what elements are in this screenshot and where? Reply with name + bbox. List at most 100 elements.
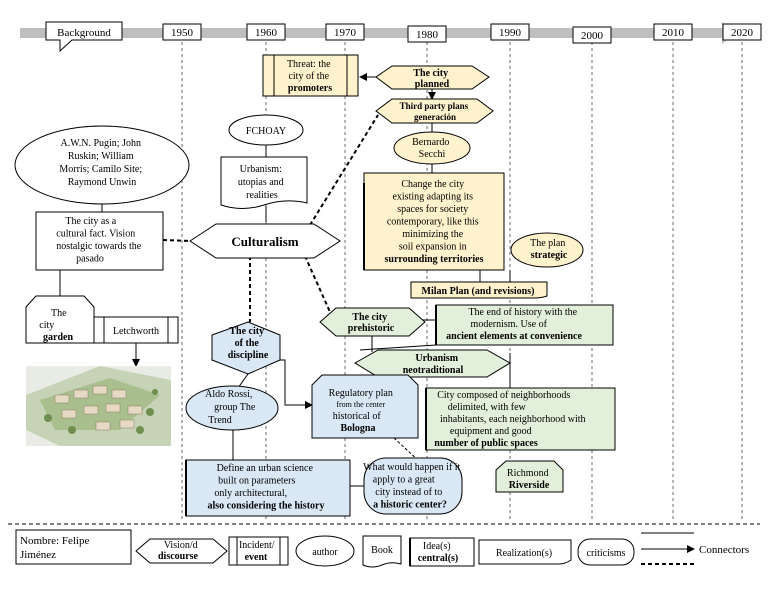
legend-connectors: Connectors: [699, 544, 749, 556]
svg-text:Incident/ event: Incident/ event: [239, 540, 277, 563]
node-city-prehistoric: The city prehistoric: [319, 307, 426, 337]
threat-line: city of the: [288, 71, 329, 82]
node-city-of-discipline: The city of the discipline: [211, 321, 281, 375]
bernardo-line: Bernardo: [412, 137, 449, 148]
year-label: 1970: [334, 27, 357, 39]
year-label: 2000: [581, 30, 604, 42]
background-callout: Background: [45, 21, 123, 53]
city-planned-line: The city: [413, 68, 448, 79]
node-cultural-fact: The city as a cultural fact. Vision nost…: [35, 211, 164, 271]
node-milan-plan: Milan Plan (and revisions): [410, 281, 548, 299]
year-label: 1990: [499, 27, 522, 39]
legend-incident: Incident/: [239, 540, 275, 551]
richmond-line: Richmond: [507, 468, 549, 479]
svg-text:Vision/d discourse: Vision/d discourse: [158, 540, 200, 562]
urbanism-book-line: utopias and: [238, 177, 284, 188]
legend-realization: Realization(s): [496, 548, 552, 559]
end-history-line: modernism. Use of: [471, 319, 548, 330]
city-garden-line: The: [51, 308, 67, 319]
node-plan-strategic: The plan strategic: [510, 232, 584, 268]
svg-text:The city of the di: The city of the discipline: [228, 326, 269, 361]
node-city-planned: The city planned: [375, 65, 490, 90]
node-regulatory-plan: Regulatory plan from the center historic…: [311, 374, 419, 439]
node-what-would-happen: What would happen if it apply to a great…: [363, 457, 463, 515]
urban-science-line: also considering the history: [208, 501, 325, 512]
legend-criticisms: criticisms: [587, 548, 626, 559]
change-city-line: surrounding territories: [385, 254, 484, 265]
what-if-line: a historic center?: [373, 500, 447, 511]
what-if-line: What would happen if it: [363, 462, 460, 473]
aldo-line: group The: [214, 402, 256, 413]
culturalism-label: Culturalism: [231, 234, 298, 249]
legend-author-name: Nombre: Felipe: [20, 535, 89, 547]
discipline-line: discipline: [228, 350, 269, 361]
node-urbanism-book: Urbanism: utopias and realities: [220, 156, 308, 209]
neighborhoods-line: number of public spaces: [434, 438, 538, 449]
urbanism-book-line: realities: [246, 190, 278, 201]
background-label: Background: [57, 27, 111, 39]
svg-text:The city planned: The city planned: [413, 68, 450, 90]
cultural-fact-line: pasado: [76, 254, 104, 265]
svg-text:Urbanism: utopias and: Urbanism: utopias and realities: [238, 164, 286, 201]
neighborhoods-line: City composed of neighborhoods: [437, 390, 570, 401]
discipline-line: of the: [235, 338, 260, 349]
node-third-party-plans: Third party plans generación: [375, 98, 494, 124]
legend-idea: central(s): [418, 553, 459, 564]
svg-text:The city as a cultural f: The city as a cultural fact. Vision nost…: [56, 216, 143, 265]
neighborhoods-line: inhabitants, each neighborhood with: [440, 414, 586, 425]
svg-text:The end of history with the: The end of history with the modernism. U…: [446, 307, 582, 342]
threat-line: promoters: [288, 83, 332, 94]
city-planned-line: planned: [415, 79, 450, 90]
change-city-line: minimizing the: [402, 229, 463, 240]
threat-line: Threat: the: [287, 59, 331, 70]
change-city-line: spaces for society: [397, 204, 468, 215]
timeline: [20, 22, 736, 44]
year-label: 1950: [171, 27, 194, 39]
regulatory-line: from the center: [336, 400, 385, 409]
discipline-line: The city: [229, 326, 264, 337]
svg-text:Aldo Rossi, group The: Aldo Rossi, group The Trend: [205, 389, 258, 426]
authors-line: Raymond Unwin: [68, 177, 137, 188]
prehistoric-line: The city: [352, 312, 387, 323]
svg-text:Bernardo Secchi: Bernardo Secchi: [412, 137, 452, 160]
authors-line: Morris; Camilo Site;: [59, 164, 142, 175]
legend-incident: event: [245, 552, 268, 563]
aldo-line: Trend: [208, 415, 232, 426]
node-fchoay: FCHOAY: [228, 114, 304, 146]
urban-science-line: only architectural,: [214, 488, 287, 499]
change-city-line: contemporary, like this: [387, 217, 479, 228]
regulatory-line: Bologna: [340, 423, 375, 434]
cultural-fact-line: cultural fact. Vision: [56, 229, 135, 240]
svg-text:The city prehistoric: The city prehistoric: [348, 312, 395, 334]
city-garden-line: garden: [43, 332, 73, 343]
node-end-of-history: The end of history with the modernism. U…: [435, 304, 614, 346]
svg-text:Regulatory plan from the: Regulatory plan from the center historic…: [329, 388, 396, 434]
node-neighborhoods: City composed of neighborhoods delimited…: [425, 387, 616, 451]
year-label: 1980: [416, 29, 439, 41]
svg-text:The city garden: The city garden: [39, 308, 73, 343]
bernardo-line: Secchi: [419, 149, 446, 160]
svg-text:Define an urban science: Define an urban science built on paramet…: [208, 463, 325, 512]
neotraditional-line: Urbanism: [415, 353, 458, 364]
svg-text:Urbanism neotraditional: Urbanism neotraditional: [403, 353, 464, 376]
svg-text:What would happen if it: What would happen if it apply to a great…: [363, 462, 463, 511]
svg-text:Third party plans genera: Third party plans generación: [400, 101, 471, 122]
year-label: 1960: [255, 27, 278, 39]
prehistoric-line: prehistoric: [348, 323, 395, 334]
change-city-line: Change the city: [401, 179, 464, 190]
node-urban-science: Define an urban science built on paramet…: [185, 459, 351, 517]
year-boxes: 1950 1960 1970 1980 1990 2000 2010 2020: [162, 23, 762, 44]
regulatory-line: historical of: [333, 411, 382, 422]
connectors: [59, 73, 511, 487]
end-history-line: The end of history with the: [468, 307, 577, 318]
authors-line: Ruskin; William: [68, 151, 134, 162]
svg-text:Change the city existing: Change the city existing adapting its sp…: [385, 179, 484, 265]
node-aldo-rossi: Aldo Rossi, group The Trend: [185, 385, 279, 431]
node-bernardo-secchi: Bernardo Secchi: [393, 131, 471, 165]
svg-text:Richmond Riverside: Richmond Riverside: [507, 468, 551, 491]
third-party-line: Third party plans: [400, 101, 469, 111]
node-authors: A.W.N. Pugin; John Ruskin; William Morri…: [14, 125, 190, 205]
third-party-line: generación: [414, 112, 456, 122]
svg-text:Idea(s) central(s): Idea(s) central(s): [418, 541, 459, 564]
legend: Nombre: Felipe Jiménez Vision/d discours…: [8, 523, 760, 568]
